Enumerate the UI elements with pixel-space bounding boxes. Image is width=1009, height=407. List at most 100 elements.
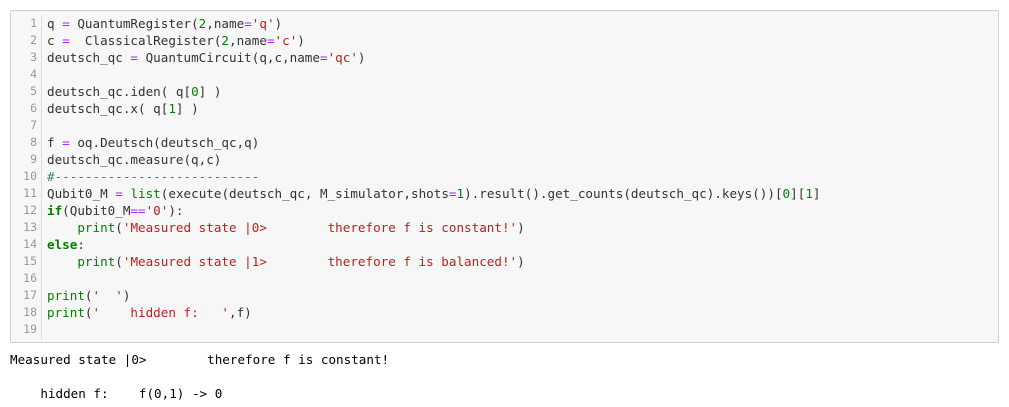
code-token: == [130, 203, 146, 218]
code-token: print [47, 288, 85, 303]
code-token: print [77, 220, 116, 235]
code-token: = [448, 186, 457, 201]
code-token: ( [84, 305, 93, 320]
line-number: 15 [23, 254, 37, 268]
code-token: list [130, 186, 161, 201]
code-token: 0 [782, 186, 791, 201]
code-token: ) [517, 220, 525, 235]
code-token: QuantumRegister( [69, 16, 199, 31]
line-number: 19 [23, 322, 37, 336]
code-line[interactable]: #--------------------------- [47, 168, 994, 185]
code-cell[interactable]: 1 2 3 4 5 6 7 8 9 10 11 12 13 14 15 16 1… [10, 10, 999, 343]
code-token: = [62, 16, 70, 31]
line-number: 18 [23, 305, 37, 319]
code-token: ' ' [92, 288, 123, 303]
code-token: print [47, 305, 85, 320]
code-token: ][ [790, 186, 806, 201]
code-line[interactable]: deutsch_qc.iden( q[0] ) [47, 83, 994, 100]
cell-output: Measured state |0> therefore f is consta… [10, 351, 999, 402]
code-token: 'Measured state |0> therefore f is const… [122, 220, 518, 235]
output-line: hidden f: f(0,1) -> 0 [10, 386, 223, 401]
code-token: 1 [168, 101, 176, 116]
code-editor[interactable]: q = QuantumRegister(2,name='q') c = Clas… [47, 15, 994, 338]
code-line[interactable]: f = oq.Deutsch(deutsch_qc,q) [47, 134, 994, 151]
code-line[interactable]: q = QuantumRegister(2,name='q') [47, 15, 994, 32]
code-token [47, 254, 77, 269]
code-token: ] [812, 186, 821, 201]
code-token: ,f) [229, 305, 252, 320]
code-token: = [62, 33, 70, 48]
line-number: 5 [30, 84, 37, 98]
code-token: deutsch_qc.measure(q,c) [47, 152, 222, 167]
code-token: 2 [221, 33, 230, 48]
code-token: ] ) [198, 84, 222, 99]
line-number: 14 [23, 237, 37, 251]
code-token: q [47, 16, 63, 31]
code-token: = [266, 33, 275, 48]
code-token: QuantumCircuit(q,c,name [138, 50, 320, 65]
code-line[interactable]: print('Measured state |1> therefore f is… [47, 253, 994, 270]
code-token: ,name [229, 33, 267, 48]
code-line[interactable]: print(' hidden f: ',f) [47, 304, 994, 321]
code-line[interactable]: if(Qubit0_M=='0'): [47, 202, 994, 219]
code-token: if [47, 203, 63, 218]
code-token: deutsch_qc.x( q[ [47, 101, 169, 116]
code-line[interactable]: print('Measured state |0> therefore f is… [47, 219, 994, 236]
code-token: ).result().get_counts(deutsch_qc).keys()… [464, 186, 783, 201]
line-number: 11 [23, 186, 37, 200]
code-token: ) [297, 33, 305, 48]
code-token: '0' [145, 203, 169, 218]
code-token: (execute(deutsch_qc, M_simulator,shots [160, 186, 449, 201]
code-token: = [244, 16, 252, 31]
line-number: 2 [30, 33, 37, 47]
line-number: 3 [30, 50, 37, 64]
line-number-gutter: 1 2 3 4 5 6 7 8 9 10 11 12 13 14 15 16 1… [11, 15, 42, 340]
code-token: f [47, 135, 63, 150]
line-number: 10 [23, 169, 37, 183]
output-line: Measured state |0> therefore f is consta… [10, 352, 390, 367]
code-token: : [77, 237, 85, 252]
code-line[interactable]: Qubit0_M = list(execute(deutsch_qc, M_si… [47, 185, 994, 202]
code-token: ) [122, 288, 131, 303]
code-line[interactable]: deutsch_qc.x( q[1] ) [47, 100, 994, 117]
code-token: 1 [805, 186, 813, 201]
code-token: 1 [456, 186, 465, 201]
code-line[interactable] [47, 117, 994, 134]
code-line[interactable]: c = ClassicalRegister(2,name='c') [47, 32, 994, 49]
code-token: ) [357, 50, 366, 65]
code-token: (Qubit0_M [62, 203, 131, 218]
code-line[interactable]: deutsch_qc.measure(q,c) [47, 151, 994, 168]
code-line[interactable]: print(' ') [47, 287, 994, 304]
line-number: 1 [30, 16, 37, 30]
code-line[interactable] [47, 66, 994, 83]
line-number: 9 [30, 152, 37, 166]
line-number: 13 [23, 220, 37, 234]
code-token: = [115, 186, 123, 201]
line-number: 4 [30, 67, 37, 81]
code-token: 0 [191, 84, 199, 99]
code-line[interactable] [47, 321, 994, 338]
code-token: ClassicalRegister( [69, 33, 222, 48]
code-token: = [319, 50, 328, 65]
line-number: 16 [23, 271, 37, 285]
code-token: 'c' [274, 33, 298, 48]
code-comment: #--------------------------- [47, 169, 260, 184]
code-token: c [47, 33, 63, 48]
code-token: ( [115, 220, 123, 235]
code-token: 'Measured state |1> therefore f is balan… [122, 254, 518, 269]
code-line[interactable]: deutsch_qc = QuantumCircuit(q,c,name='qc… [47, 49, 994, 66]
code-token: ( [84, 288, 93, 303]
line-number: 6 [30, 101, 37, 115]
code-token: 2 [198, 16, 207, 31]
output-line [10, 368, 999, 385]
code-token: ): [168, 203, 184, 218]
code-token: ] ) [175, 101, 199, 116]
code-line[interactable] [47, 270, 994, 287]
code-token: = [130, 50, 138, 65]
code-token: Qubit0_M [47, 186, 116, 201]
code-token: deutsch_qc.iden( q[ [47, 84, 192, 99]
line-number: 8 [30, 135, 37, 149]
code-line[interactable]: else: [47, 236, 994, 253]
code-token [47, 220, 77, 235]
code-token: oq.Deutsch(deutsch_qc,q) [69, 135, 260, 150]
